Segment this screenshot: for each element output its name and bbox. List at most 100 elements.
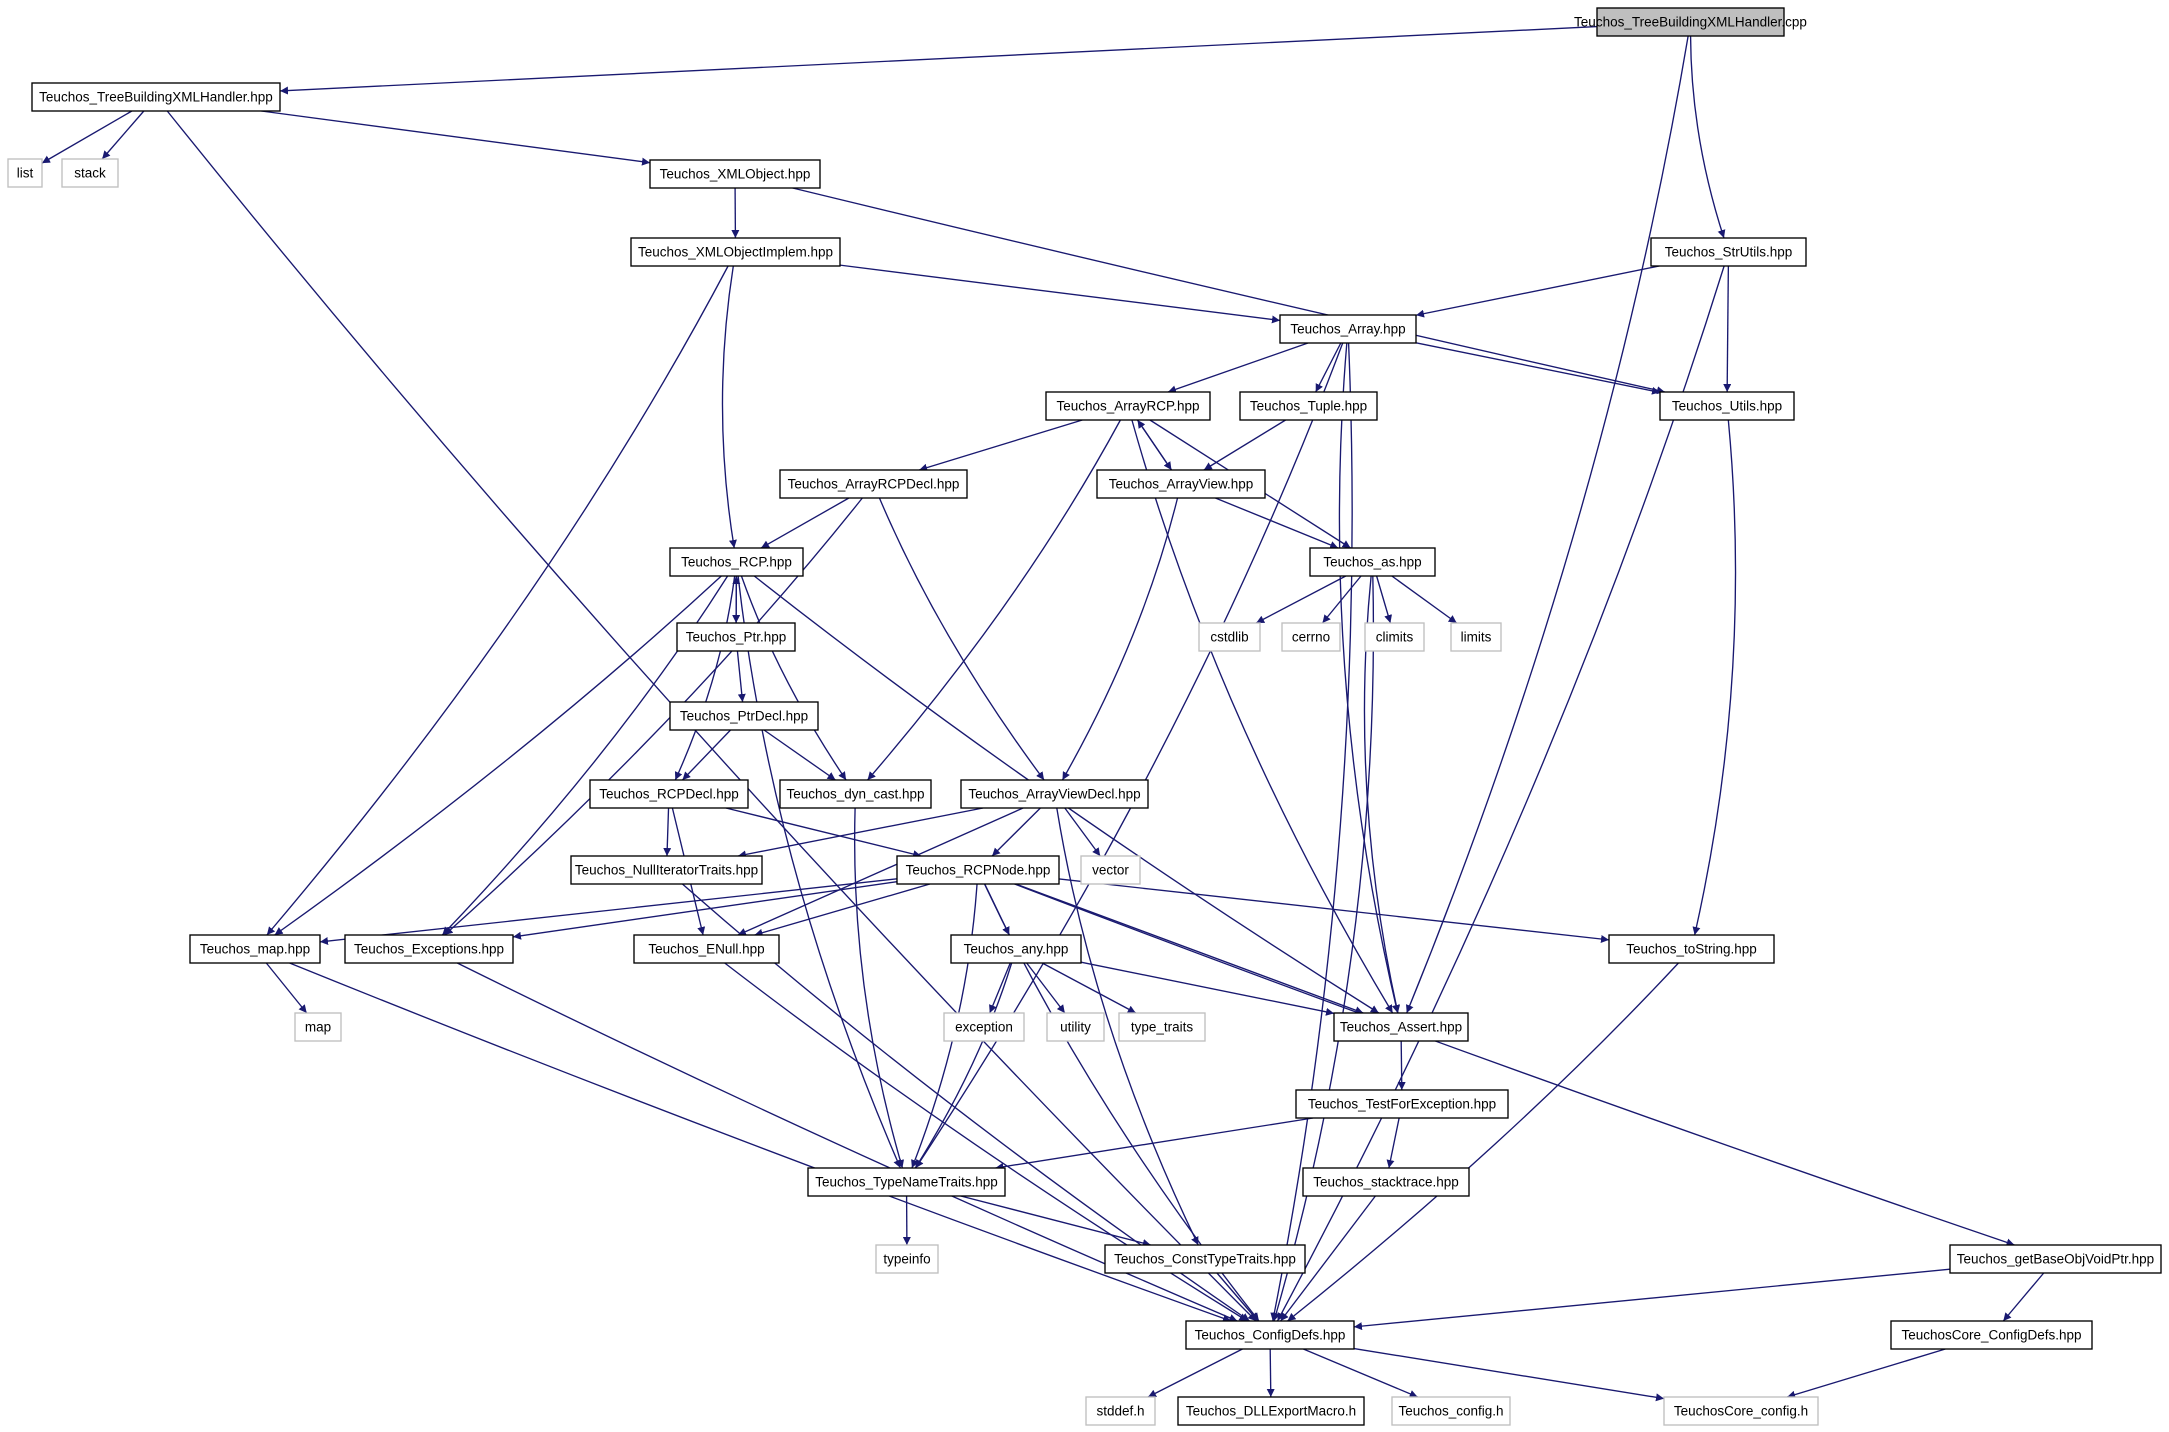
node-strutils[interactable]: Teuchos_StrUtils.hpp xyxy=(1650,237,1807,267)
node-tuple[interactable]: Teuchos_Tuple.hpp xyxy=(1239,391,1378,421)
node-utility: utility xyxy=(1046,1012,1105,1042)
node-tbx[interactable]: Teuchos_TreeBuildingXMLHandler.hpp xyxy=(31,82,281,112)
node-getbaseobj[interactable]: Teuchos_getBaseObjVoidPtr.hpp xyxy=(1949,1244,2162,1274)
edge-as-to-limits xyxy=(1391,575,1458,624)
edge-any-to-typetraits xyxy=(1041,962,1137,1014)
node-rcpdecl[interactable]: Teuchos_RCPDecl.hpp xyxy=(589,779,749,809)
node-ptrdecl[interactable]: Teuchos_PtrDecl.hpp xyxy=(669,701,819,731)
node-box xyxy=(1309,547,1436,577)
node-label: Teuchos_ArrayRCPDecl.hpp xyxy=(788,477,960,492)
node-label: Teuchos_ConstTypeTraits.hpp xyxy=(1114,1252,1296,1267)
node-typenametraits[interactable]: Teuchos_TypeNameTraits.hpp xyxy=(807,1167,1006,1197)
edge-xmlimpl-to-array xyxy=(839,264,1281,324)
node-configdefs[interactable]: Teuchos_ConfigDefs.hpp xyxy=(1185,1320,1355,1350)
edge-getbaseobj-to-coreconfigdefs xyxy=(2002,1272,2045,1322)
node-tostring[interactable]: Teuchos_toString.hpp xyxy=(1608,934,1775,964)
node-box xyxy=(669,701,819,731)
node-dyncast[interactable]: Teuchos_dyn_cast.hpp xyxy=(779,779,932,809)
edge-arrayview-to-arrayviewdecl xyxy=(1061,497,1179,781)
node-dllexport[interactable]: Teuchos_DLLExportMacro.h xyxy=(1177,1396,1365,1426)
node-assert[interactable]: Teuchos_Assert.hpp xyxy=(1333,1012,1469,1042)
node-arrayrcp[interactable]: Teuchos_ArrayRCP.hpp xyxy=(1045,391,1211,421)
node-xmlimpl[interactable]: Teuchos_XMLObjectImplem.hpp xyxy=(630,237,841,267)
node-box xyxy=(896,855,1060,885)
node-box xyxy=(7,158,43,188)
edge-rcp-to-rcpdecl xyxy=(674,575,736,781)
node-label: Teuchos_TreeBuildingXMLHandler.hpp xyxy=(39,90,273,105)
edge-xmlobj-to-utils xyxy=(792,187,1666,395)
node-box xyxy=(875,1244,939,1274)
node-ptr[interactable]: Teuchos_Ptr.hpp xyxy=(676,622,796,652)
node-box xyxy=(1295,1089,1509,1119)
edge-cpp-to-tbx xyxy=(279,25,1598,95)
node-rcp[interactable]: Teuchos_RCP.hpp xyxy=(669,547,804,577)
node-box xyxy=(1279,314,1417,344)
node-limits: limits xyxy=(1450,622,1502,652)
edge-configdefs-to-coreconfig xyxy=(1353,1347,1665,1402)
node-label: Teuchos_StrUtils.hpp xyxy=(1665,245,1793,260)
node-enull[interactable]: Teuchos_ENull.hpp xyxy=(633,934,780,964)
edge-tbx-to-list xyxy=(41,110,133,164)
edge-tostring-to-configdefs xyxy=(1287,962,1679,1322)
edge-configdefs-to-dllexport xyxy=(1266,1348,1275,1398)
node-label: Teuchos_Assert.hpp xyxy=(1340,1020,1462,1035)
node-utils[interactable]: Teuchos_Utils.hpp xyxy=(1659,391,1795,421)
node-xmlobj[interactable]: Teuchos_XMLObject.hpp xyxy=(649,159,821,189)
edge-as-to-cerrno xyxy=(1321,575,1362,624)
edge-arrayrcp-to-assert xyxy=(1131,419,1394,1014)
node-label: Teuchos_TreeBuildingXMLHandler.cpp xyxy=(1574,15,1807,30)
edge-rcp-to-map xyxy=(274,575,722,936)
node-rcpnode[interactable]: Teuchos_RCPNode.hpp xyxy=(896,855,1060,885)
node-label: Teuchos_DLLExportMacro.h xyxy=(1186,1404,1356,1419)
edge-rcpdecl-to-rcpnode xyxy=(725,807,922,858)
node-box xyxy=(31,82,281,112)
edge-tbx-to-xmlobj xyxy=(261,110,651,166)
node-label: limits xyxy=(1461,630,1492,645)
node-label: Teuchos_NullIteratorTraits.hpp xyxy=(575,863,758,878)
node-label: Teuchos_PtrDecl.hpp xyxy=(680,709,808,724)
edge-rcpnode-to-getbaseobj xyxy=(1014,883,2015,1247)
node-box xyxy=(1659,391,1795,421)
node-box xyxy=(1333,1012,1469,1042)
node-coreconfigdefs[interactable]: TeuchosCore_ConfigDefs.hpp xyxy=(1890,1320,2093,1350)
node-arrayview[interactable]: Teuchos_ArrayView.hpp xyxy=(1096,469,1266,499)
node-nulliter[interactable]: Teuchos_NullIteratorTraits.hpp xyxy=(570,855,763,885)
node-box xyxy=(1450,622,1502,652)
node-stddef: stddef.h xyxy=(1085,1396,1156,1426)
node-arrayrcpdecl[interactable]: Teuchos_ArrayRCPDecl.hpp xyxy=(779,469,968,499)
node-label: cerrno xyxy=(1292,630,1330,645)
node-cerrno: cerrno xyxy=(1281,622,1341,652)
edge-any-to-utility xyxy=(1026,962,1066,1014)
node-stacktrace[interactable]: Teuchos_stacktrace.hpp xyxy=(1302,1167,1470,1197)
node-label: type_traits xyxy=(1131,1020,1194,1035)
edge-cpp-to-strutils xyxy=(1689,35,1726,239)
edge-tuple-to-arrayview xyxy=(1203,419,1286,471)
node-label: stddef.h xyxy=(1096,1404,1144,1419)
edge-consttypetraits-to-configdefs xyxy=(1216,1272,1259,1322)
node-array[interactable]: Teuchos_Array.hpp xyxy=(1279,314,1417,344)
node-consttypetraits[interactable]: Teuchos_ConstTypeTraits.hpp xyxy=(1104,1244,1306,1274)
node-label: Teuchos_as.hpp xyxy=(1323,555,1421,570)
node-box xyxy=(1198,622,1261,652)
node-label: vector xyxy=(1092,863,1129,878)
node-map[interactable]: Teuchos_map.hpp xyxy=(189,934,321,964)
node-exceptions[interactable]: Teuchos_Exceptions.hpp xyxy=(344,934,514,964)
node-label: Teuchos_XMLObject.hpp xyxy=(660,167,811,182)
node-label: Teuchos_config.h xyxy=(1398,1404,1503,1419)
node-arrayviewdecl[interactable]: Teuchos_ArrayViewDecl.hpp xyxy=(960,779,1149,809)
node-label: Teuchos_stacktrace.hpp xyxy=(1313,1175,1459,1190)
node-any[interactable]: Teuchos_any.hpp xyxy=(950,934,1082,964)
node-box xyxy=(1096,469,1266,499)
node-cpp[interactable]: Teuchos_TreeBuildingXMLHandler.cpp xyxy=(1574,7,1807,37)
node-box xyxy=(669,547,804,577)
edge-arrayrcpdecl-to-rcp xyxy=(760,497,850,549)
edge-testforexc-to-typenametraits xyxy=(995,1117,1314,1171)
node-box xyxy=(1185,1320,1355,1350)
edge-rcpnode-to-exceptions xyxy=(512,880,898,940)
node-box xyxy=(1104,1244,1306,1274)
edge-array-to-typenametraits xyxy=(915,342,1344,1169)
edge-dyncast-to-typenametraits xyxy=(853,807,905,1169)
node-as[interactable]: Teuchos_as.hpp xyxy=(1309,547,1436,577)
node-testforexc[interactable]: Teuchos_TestForException.hpp xyxy=(1295,1089,1509,1119)
edge-assert-to-testforexc xyxy=(1397,1040,1406,1091)
